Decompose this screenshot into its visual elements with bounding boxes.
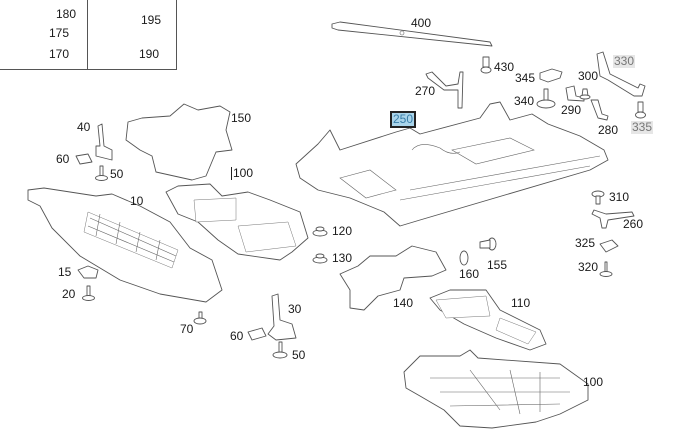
- callout-310[interactable]: 310: [609, 190, 630, 204]
- part-50-screw-lower[interactable]: [272, 341, 288, 359]
- part-310-push-pin[interactable]: [591, 190, 605, 205]
- callout-325[interactable]: 325: [575, 236, 596, 250]
- part-250-underbody-panel[interactable]: [295, 101, 609, 227]
- callout-400[interactable]: 400: [411, 16, 432, 30]
- callout-120[interactable]: 120: [332, 224, 353, 238]
- part-130-grommet[interactable]: [312, 253, 328, 264]
- part-100-undertray-lower[interactable]: [403, 349, 589, 429]
- legend-box: [0, 0, 177, 70]
- legend-label-195[interactable]: 195: [141, 13, 162, 27]
- callout-60-upper[interactable]: 60: [56, 152, 70, 166]
- part-15-clip-nut[interactable]: [77, 265, 99, 279]
- callout-300[interactable]: 300: [578, 69, 599, 83]
- callout-130[interactable]: 130: [332, 251, 353, 265]
- callout-160[interactable]: 160: [459, 267, 480, 281]
- legend-label-170[interactable]: 170: [49, 47, 70, 61]
- part-160-washer[interactable]: [459, 250, 469, 266]
- legend-label-180[interactable]: 180: [56, 7, 77, 21]
- part-30-bracket[interactable]: [267, 293, 297, 341]
- part-10-front-panel[interactable]: [27, 187, 223, 303]
- part-430-bolt[interactable]: [480, 56, 492, 74]
- part-60-clip-upper[interactable]: [75, 153, 93, 165]
- part-40-bracket[interactable]: [95, 123, 113, 161]
- part-60-clip-lower[interactable]: [247, 327, 267, 341]
- callout-270[interactable]: 270: [415, 84, 436, 98]
- callout-50-upper[interactable]: 50: [110, 167, 124, 181]
- callout-150[interactable]: 150: [231, 111, 252, 125]
- part-50-screw-upper[interactable]: [95, 165, 108, 181]
- part-280-bracket[interactable]: [590, 99, 609, 121]
- part-155-clip[interactable]: [479, 237, 497, 251]
- part-120-grommet[interactable]: [312, 226, 328, 237]
- part-330-bracket[interactable]: [596, 51, 646, 97]
- callout-50-lower[interactable]: 50: [292, 348, 306, 362]
- part-325-clip[interactable]: [599, 239, 619, 253]
- callout-155[interactable]: 155: [487, 258, 508, 272]
- callout-320[interactable]: 320: [578, 260, 599, 274]
- callout-430[interactable]: 430: [494, 60, 515, 74]
- callout-30[interactable]: 30: [288, 302, 302, 316]
- callout-330[interactable]: 330: [613, 54, 636, 68]
- part-110-panel[interactable]: [429, 289, 547, 351]
- callout-345[interactable]: 345: [515, 71, 536, 85]
- part-20-screw[interactable]: [82, 285, 95, 301]
- callout-70[interactable]: 70: [180, 322, 194, 336]
- callout-140[interactable]: 140: [393, 296, 414, 310]
- part-70-screw[interactable]: [193, 311, 207, 325]
- part-340-screw[interactable]: [536, 88, 556, 109]
- callout-10[interactable]: 10: [130, 194, 144, 208]
- callout-280[interactable]: 280: [598, 123, 619, 137]
- part-270-bracket[interactable]: [425, 71, 464, 109]
- part-335-bolt[interactable]: [635, 101, 646, 119]
- legend-divider: [87, 0, 88, 69]
- callout-110[interactable]: 110: [511, 296, 531, 310]
- part-140-liner[interactable]: [339, 245, 447, 311]
- callout-60-lower[interactable]: 60: [230, 329, 244, 343]
- part-150-liner[interactable]: [125, 103, 233, 181]
- part-320-screw[interactable]: [599, 261, 613, 277]
- callout-340[interactable]: 340: [514, 94, 535, 108]
- callout-20[interactable]: 20: [62, 287, 76, 301]
- part-345-clip[interactable]: [539, 68, 563, 83]
- part-300-nut[interactable]: [579, 88, 591, 100]
- callout-290[interactable]: 290: [561, 103, 582, 117]
- callout-15[interactable]: 15: [58, 265, 72, 279]
- callout-335[interactable]: 335: [631, 120, 654, 134]
- legend-label-175[interactable]: 175: [49, 26, 70, 40]
- legend-label-190[interactable]: 190: [139, 47, 160, 61]
- callout-100-lower[interactable]: 100: [583, 375, 604, 389]
- callout-250-selected[interactable]: 250: [389, 111, 417, 128]
- part-100-undertray-upper[interactable]: [165, 183, 309, 261]
- part-260-bracket[interactable]: [591, 209, 635, 229]
- callout-100-upper[interactable]: 100: [231, 166, 254, 180]
- callout-260[interactable]: 260: [623, 217, 644, 231]
- part-400-strut[interactable]: [331, 21, 493, 47]
- callout-40[interactable]: 40: [77, 120, 91, 134]
